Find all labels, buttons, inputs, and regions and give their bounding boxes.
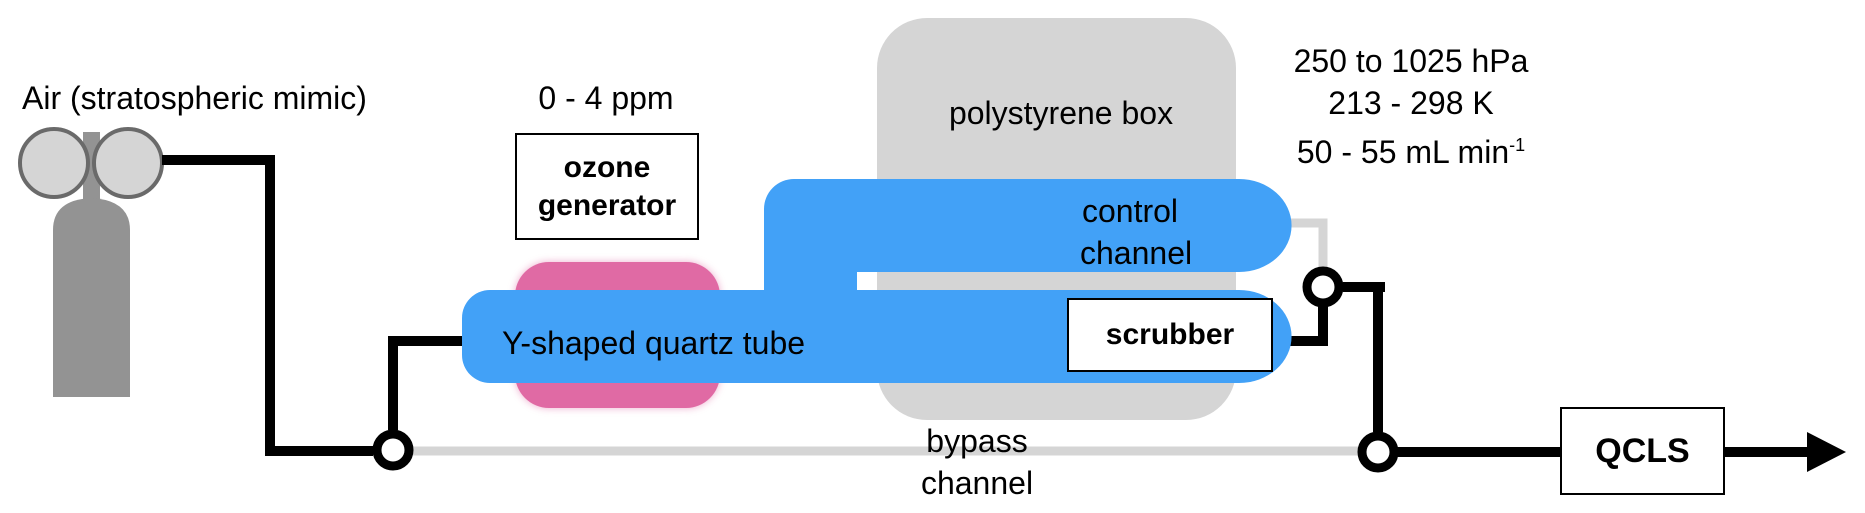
- temperature-range: 213 - 298 K: [1328, 85, 1494, 121]
- bypass-channel-label-line2: channel: [920, 465, 1034, 501]
- polystyrene-box-label: polystyrene box: [948, 95, 1174, 131]
- control-channel-branch: [764, 179, 1292, 292]
- control-channel-label: control channel: [1080, 190, 1193, 274]
- line-cylinder-to-junction: [162, 155, 373, 456]
- selector-valve-icon: [1302, 266, 1344, 308]
- ozone-generator-box: ozone generator: [515, 133, 699, 240]
- flow-rate-value: 50 - 55 mL min: [1296, 134, 1510, 170]
- control-channel-label-line2: channel: [1080, 235, 1193, 271]
- qcls-analyzer-box: QCLS: [1560, 407, 1725, 495]
- flow-rate-range: 50 - 55 mL min-1: [1270, 124, 1552, 173]
- control-exit-line: [1285, 218, 1328, 267]
- line-junction-to-tube: [388, 336, 465, 430]
- scrubber-box: scrubber: [1067, 298, 1273, 372]
- control-channel-label-line1: control: [1081, 193, 1179, 229]
- exhaust-arrow-icon: [1807, 432, 1846, 472]
- operating-conditions: 250 to 1025 hPa 213 - 298 K 50 - 55 mL m…: [1270, 40, 1552, 173]
- ozone-generator-label-line2: generator: [537, 188, 677, 222]
- bypass-channel-label-line1: bypass: [926, 423, 1028, 459]
- pressure-gauge-icon: [92, 127, 164, 199]
- inlet-junction-icon: [372, 429, 414, 471]
- qcls-label: QCLS: [1595, 431, 1690, 470]
- pressure-gauge-icon: [18, 127, 90, 199]
- line-upper-valve-to-lower-valve: [1343, 282, 1385, 432]
- quartz-tube-label: Y-shaped quartz tube: [502, 325, 806, 361]
- bypass-lines: [413, 218, 1358, 456]
- ozone-range-label: 0 - 4 ppm: [538, 80, 674, 116]
- scrubber-label: scrubber: [1105, 318, 1235, 352]
- gas-lines: [162, 155, 1810, 457]
- gas-cylinder-icon: [18, 127, 164, 397]
- ozone-generator-label-line1: ozone: [563, 151, 651, 184]
- valves: [372, 266, 1399, 473]
- air-source-label: Air (stratospheric mimic): [22, 80, 367, 116]
- bypass-channel-label: bypass channel: [917, 420, 1037, 504]
- outlet-junction-icon: [1357, 431, 1399, 473]
- flow-rate-exponent: -1: [1509, 135, 1526, 155]
- line-tube-to-upper-valve: [1289, 305, 1328, 346]
- pressure-range: 250 to 1025 hPa: [1293, 43, 1529, 79]
